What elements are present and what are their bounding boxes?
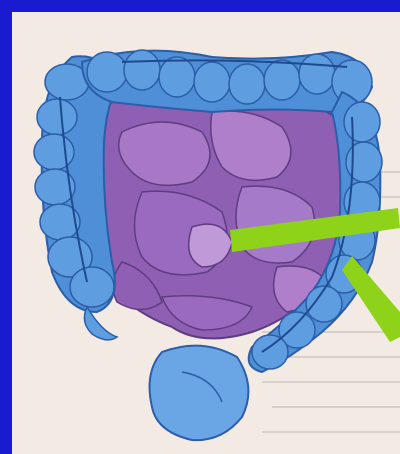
digestive-illustration [12,12,400,454]
